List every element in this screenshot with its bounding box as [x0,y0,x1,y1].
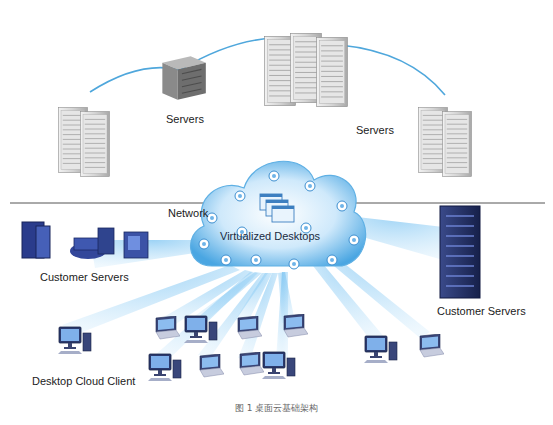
client-label: Desktop Cloud Client [32,375,135,388]
figure-caption: 图 1 桌面云基础架构 [235,403,318,414]
network-node-core [210,216,214,220]
server-rack [81,112,110,177]
network-node-core [238,194,242,198]
network-node [327,255,337,265]
network-node-core [352,238,356,242]
customer-server-rack [440,206,480,298]
client-laptop [284,314,308,337]
client-pc [58,327,91,354]
network-node [305,181,315,191]
network-node-core [254,258,258,262]
server-rack [443,112,472,177]
network-node-core [340,204,344,208]
network-node [199,239,209,249]
desktop-window [272,206,294,222]
network-node-core [202,242,206,246]
customer-device [124,232,148,258]
customer-server [36,226,50,258]
cloud-shape [182,148,368,278]
client-laptop [238,316,262,339]
network-node-core [272,174,276,178]
desktop-window-bar [260,194,282,197]
network-node [349,235,359,245]
network-node-core [292,262,296,266]
network-node [289,259,299,269]
client-pc [184,316,217,343]
customer-device [128,236,140,250]
network-node [337,201,347,211]
beam [238,273,278,360]
network-node-core [330,258,334,262]
network-node [207,213,217,223]
desktop-window-bar [272,206,294,209]
client-pc [148,354,181,381]
network-node-core [224,258,228,262]
network-link [340,45,445,95]
client-laptop [420,334,444,357]
server-label: Servers [166,113,204,126]
client-laptop [200,354,224,377]
node-label: Virtualized Desktops [220,230,320,243]
network-node [269,171,279,181]
customer-device [98,228,114,254]
connection-beams [62,215,452,360]
network-node-core [308,184,312,188]
server-box [162,56,205,99]
server-rack [317,37,348,106]
rack-slots [446,216,474,286]
desktop-window-bar [266,200,288,203]
client-laptop [156,316,180,339]
client-laptop [240,352,264,375]
customer-servers-label: Customer Servers [437,305,526,318]
network-node [235,191,245,201]
network-node [251,255,261,265]
client-pc [364,336,397,363]
customer-servers-label: Customer Servers [40,271,129,284]
cloud-node: Virtualized Desktops [182,148,368,278]
network-label: Network [168,207,208,220]
cloud-outline [191,161,366,266]
client-pc [262,352,295,379]
server-label: Servers [356,124,394,137]
network-node-core [304,226,308,230]
network-node [221,255,231,265]
